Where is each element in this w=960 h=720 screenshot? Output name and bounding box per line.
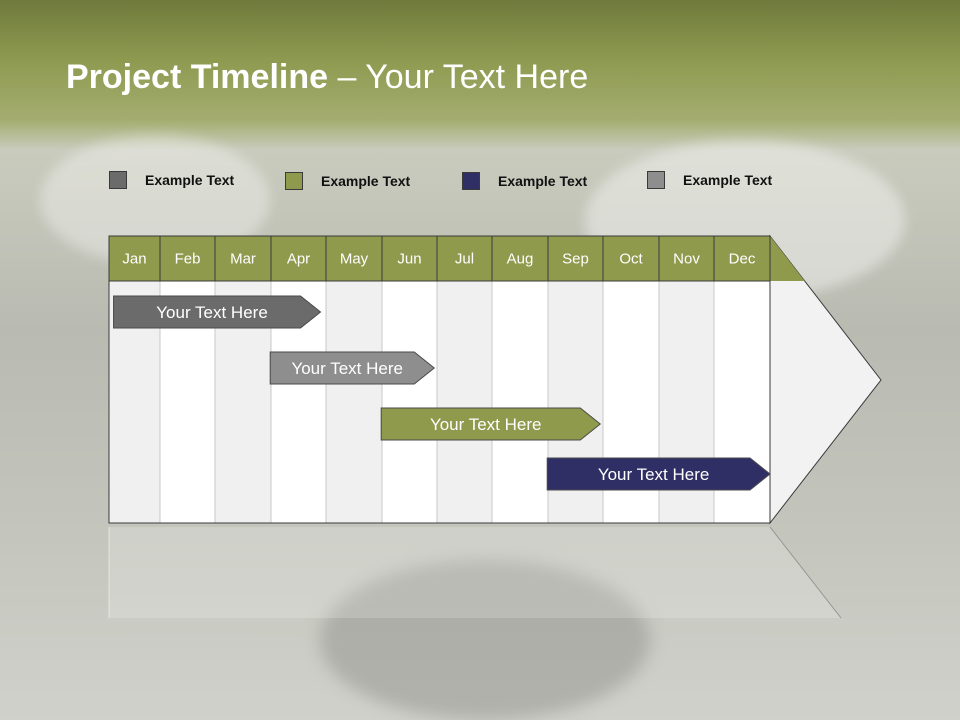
page-title-bold: Project Timeline [66, 58, 329, 96]
legend-item-1: Example Text [109, 171, 234, 189]
month-label-dec: Dec [729, 251, 756, 268]
legend-swatch-1 [109, 171, 127, 189]
task-arrow-1: Your Text Here [113, 295, 322, 329]
page-title-rest: – Your Text Here [328, 58, 589, 96]
legend-label-2: Example Text [321, 173, 411, 189]
month-header-feb [159, 235, 216, 282]
legend-label-1: Example Text [145, 172, 235, 188]
reflection-shape [109, 527, 841, 618]
task-arrow-4: Your Text Here [546, 457, 771, 491]
month-label-oct: Oct [619, 251, 643, 268]
task-bar-1 [113, 295, 322, 329]
month-label-nov: Nov [673, 251, 700, 268]
month-column-jun [381, 280, 438, 524]
month-label-mar: Mar [230, 251, 256, 268]
task-bar-4 [546, 457, 771, 491]
month-header-sep [547, 235, 604, 282]
month-label-jun: Jun [397, 251, 421, 268]
month-header-nov [658, 235, 715, 282]
month-label-sep: Sep [562, 251, 589, 268]
month-column-aug [491, 280, 549, 524]
reflection-edge-right [769, 526, 842, 619]
task-bar-3 [380, 407, 602, 441]
legend-label-3: Example Text [498, 173, 588, 189]
page-title: Project Timeline – Your Text Here [66, 58, 588, 97]
legend-label-4: Example Text [683, 172, 773, 188]
legend-item-3: Example Text [462, 172, 587, 190]
background-stone [320, 560, 650, 720]
month-label-may: May [340, 251, 369, 268]
timeline-reflection [108, 526, 842, 619]
task-label-2: Your Text Here [291, 359, 403, 378]
month-label-jan: Jan [122, 251, 146, 268]
legend-item-4: Example Text [647, 171, 772, 189]
task-label-4: Your Text Here [598, 465, 710, 484]
month-header-apr [270, 235, 327, 282]
task-label-1: Your Text Here [156, 303, 268, 322]
task-arrow-2: Your Text Here [269, 351, 436, 385]
month-column-jul [436, 280, 493, 524]
timeline-frame [108, 235, 771, 524]
month-label-aug: Aug [507, 251, 534, 268]
legend-swatch-4 [647, 171, 665, 189]
month-label-feb: Feb [175, 251, 201, 268]
task-arrow-3: Your Text Here [380, 407, 602, 441]
month-label-jul: Jul [455, 251, 474, 268]
month-header-jun [381, 235, 438, 282]
month-label-apr: Apr [287, 251, 310, 268]
header-arrow-tip [770, 236, 805, 281]
legend-swatch-3 [462, 172, 480, 190]
task-bar-2 [269, 351, 436, 385]
timeline-header: Jan Feb Mar Apr May Jun Jul Aug Sep Oct Nov Dec [108, 235, 805, 282]
legend-item-2: Example Text [285, 172, 410, 190]
task-label-3: Your Text Here [430, 415, 542, 434]
month-column-may [325, 280, 383, 524]
legend-swatch-2 [285, 172, 303, 190]
